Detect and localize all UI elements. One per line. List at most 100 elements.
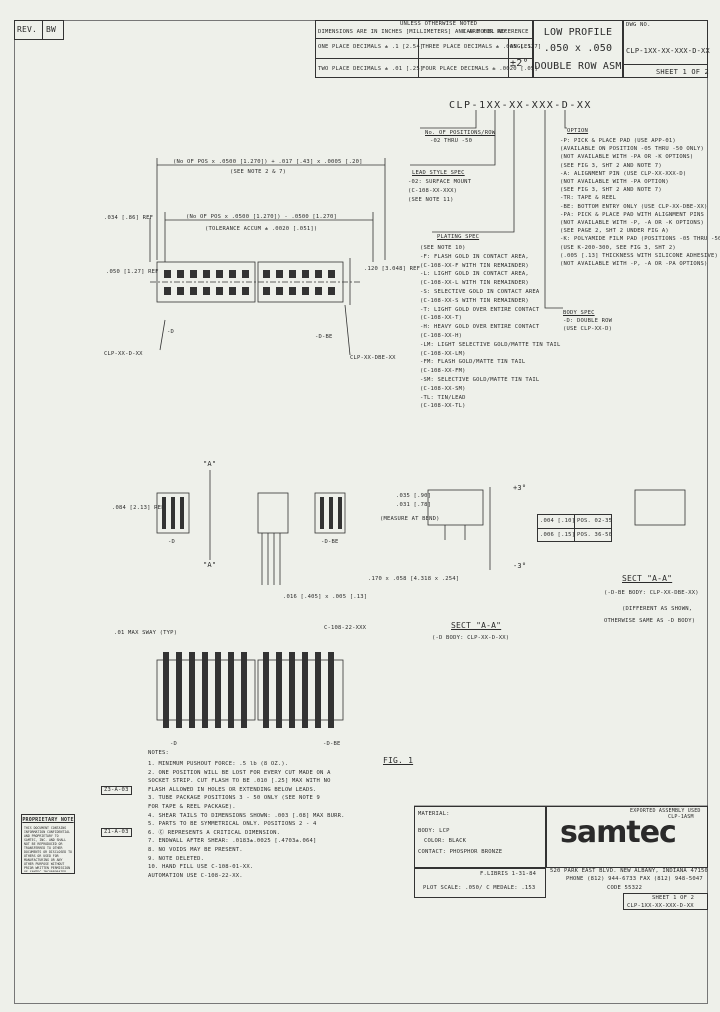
phone: PHONE (812) 944-6733 FAX (812) 948-5047: [566, 876, 703, 882]
contact-part: C-108-22-XXX: [324, 625, 367, 631]
bottom-pin-tail: [276, 652, 282, 728]
top-pin-slot: [216, 270, 223, 278]
option-item: -K: POLYAMIDE FILM PAD (POSITIONS -05 TH…: [560, 236, 720, 243]
view-a-top: "A": [203, 460, 217, 468]
plating-item: (C-108-XX-LM): [420, 350, 466, 357]
label-d-top: -D: [167, 329, 175, 335]
top-pin-slot: [216, 287, 223, 295]
option-item: -A: ALIGNMENT PIN (USE CLP-XX-XXX-D): [560, 170, 687, 177]
proprietary-text: THIS DOCUMENT CONTAINS INFORMATION CONFI…: [24, 826, 72, 872]
top-pin-slot: [164, 270, 171, 278]
option-item: -TR: TAPE & REEL: [560, 195, 617, 202]
exported-assembly: EXPORTED ASSEMBLY USED: [630, 808, 701, 814]
option-item: (NOT AVAILABLE WITH -PA OR -K OPTIONS): [560, 154, 694, 161]
cage-code: CODE 55322: [607, 885, 643, 891]
dwg-sheet-divider: [623, 64, 708, 65]
rev-label: REV.: [17, 25, 38, 34]
tolerance-block: [315, 20, 533, 78]
figure-label: FIG. 1: [383, 756, 414, 765]
plot-scale: PLOT SCALE: .050/ C MEDALE: .153: [423, 885, 536, 891]
samtec-logo: samtec: [560, 815, 677, 850]
note-item: 3. TUBE PACKAGE POSITIONS 3 - 50 ONLY (S…: [148, 795, 321, 802]
material-title: MATERIAL:: [418, 811, 450, 817]
dim-line-pitch: [164, 212, 374, 262]
tol-table-col-divider: [574, 514, 575, 542]
no-positions-value: -02 THRU -50: [430, 138, 473, 144]
plating-item: -LM: LIGHT SELECTIVE GOLD/MATTE TIN TAIL: [420, 341, 561, 348]
bottom-pin-tail: [302, 652, 308, 728]
note-item: 5. PARTS TO BE SYMMETRICAL ONLY. POSITIO…: [148, 821, 317, 828]
plating-item: -T: LIGHT GOLD OVER ENTIRE CONTACT: [420, 306, 540, 313]
ref-034: .034 [.86] REF: [104, 215, 154, 221]
tol-004: .004 [.10]: [540, 518, 576, 524]
top-pin-slot: [242, 287, 249, 295]
plating-item: (SEE NOTE 10): [420, 245, 466, 251]
dim-pitch-length: (No OF POS x .0500 [1.270]) - .0500 [1.2…: [186, 214, 337, 220]
section-left-body: [427, 489, 484, 526]
section-left-leads: [444, 525, 466, 540]
title-line-2: .050 x .050: [543, 43, 613, 54]
note-item: 6. Ⓒ REPRESENTS A CRITICAL DIMENSION.: [148, 829, 281, 836]
bottom-pin-tail: [328, 652, 334, 728]
plating-item: (C-108-XX-FM): [420, 368, 466, 375]
dim-170: .170 x .058 [4.318 x .254]: [368, 576, 460, 582]
top-pin-slot: [302, 270, 309, 278]
leader-clp-d: [159, 319, 166, 351]
measure-at-bend: (MEASURE AT BEND): [380, 516, 440, 522]
title-line-3: DOUBLE ROW ASM: [534, 61, 622, 72]
note-item: 8. NO VOIDS MAY BE PRESENT.: [148, 847, 243, 853]
proprietary-title: PROPRIETARY NOTE: [22, 817, 74, 823]
label-d-bottom: -D: [170, 741, 178, 747]
plating-item: (C-108-XX-F WITH TIN REMAINDER): [420, 262, 529, 269]
top-pin-slot: [276, 287, 283, 295]
plating-item: -S: SELECTIVE GOLD IN CONTACT AREA: [420, 289, 540, 295]
note-item: 2. ONE POSITION WILL BE LOST FOR EVERY C…: [148, 769, 331, 776]
bottom-pin-tail: [315, 652, 321, 728]
top-pin-slot: [263, 270, 270, 278]
rev-value: BW: [46, 25, 57, 34]
top-pin-slot: [263, 287, 270, 295]
note-item: 9. NOTE DELETED.: [148, 855, 205, 862]
section-aa-left-sub: (-D BODY: CLP-XX-D-XX): [432, 635, 510, 641]
leader-plating: [432, 110, 515, 233]
plating-item: (C-108-XX-TL): [420, 403, 466, 410]
option-title: OPTION: [567, 128, 589, 134]
four-place-decimals: FOUR PLACE DECIMALS ± .0020 [.05]: [422, 66, 538, 72]
bottom-pin-tail: [263, 652, 269, 728]
label-dbe-bottom: -D-BE: [323, 741, 341, 747]
drawn-block: [414, 868, 546, 898]
dim-tail: .016 [.405] x .005 [.13]: [283, 594, 368, 600]
rev-block: [14, 20, 64, 40]
body-spec-title: BODY SPEC: [563, 310, 595, 316]
section-aa-right-sub2: (DIFFERENT AS SHOWN,: [622, 606, 693, 612]
top-pin-slot: [289, 287, 296, 295]
dim-031: .031 [.78]: [396, 502, 432, 508]
top-pin-slot: [164, 287, 171, 295]
dim-pitch-tol: (TOLERANCE ACCUM ± .0020 [.051]): [205, 226, 318, 232]
section-aa-right-title: SECT "A-A": [622, 574, 673, 583]
top-pin-slot: [315, 287, 322, 295]
section-aa-left-title: SECT "A-A": [451, 621, 502, 630]
plating-item: (C-108-XX-S WITH TIN REMAINDER): [420, 297, 529, 304]
top-pin-slot: [229, 287, 236, 295]
top-pin-slot: [203, 287, 210, 295]
note-item: FLASH ALLOWED IN HOLES OR EXTENDING BELO…: [148, 786, 317, 793]
option-item: (NOT AVAILABLE WITH -P, -A OR -PA OPTION…: [560, 261, 708, 267]
side-pin: [338, 497, 342, 529]
no-positions-title: No. OF POSITIONS/ROW: [425, 130, 496, 136]
ref-084: .084 [2.13] REF: [112, 505, 165, 511]
lead-style-title: LEAD STYLE SPEC: [412, 170, 465, 176]
dwg-no-label: DWG NO.: [626, 22, 651, 28]
dim-line-overall: [156, 158, 386, 260]
material-color: COLOR: BLACK: [424, 838, 467, 844]
option-item: (SEE PAGE 2, SHT 2 UNDER FIG A): [560, 228, 669, 235]
lead-style-item: (C-108-XX-XXX): [408, 188, 458, 194]
sheet-number: SHEET 1 OF 2: [656, 68, 709, 76]
top-pin-slot: [302, 287, 309, 295]
body-spec-item: (USE CLP-XX-D): [563, 326, 613, 332]
bottom-pin-tail: [163, 652, 169, 728]
bottom-sheet-block: [623, 893, 708, 910]
material-body: BODY: LCP: [418, 828, 450, 834]
top-pin-slot: [190, 270, 197, 278]
